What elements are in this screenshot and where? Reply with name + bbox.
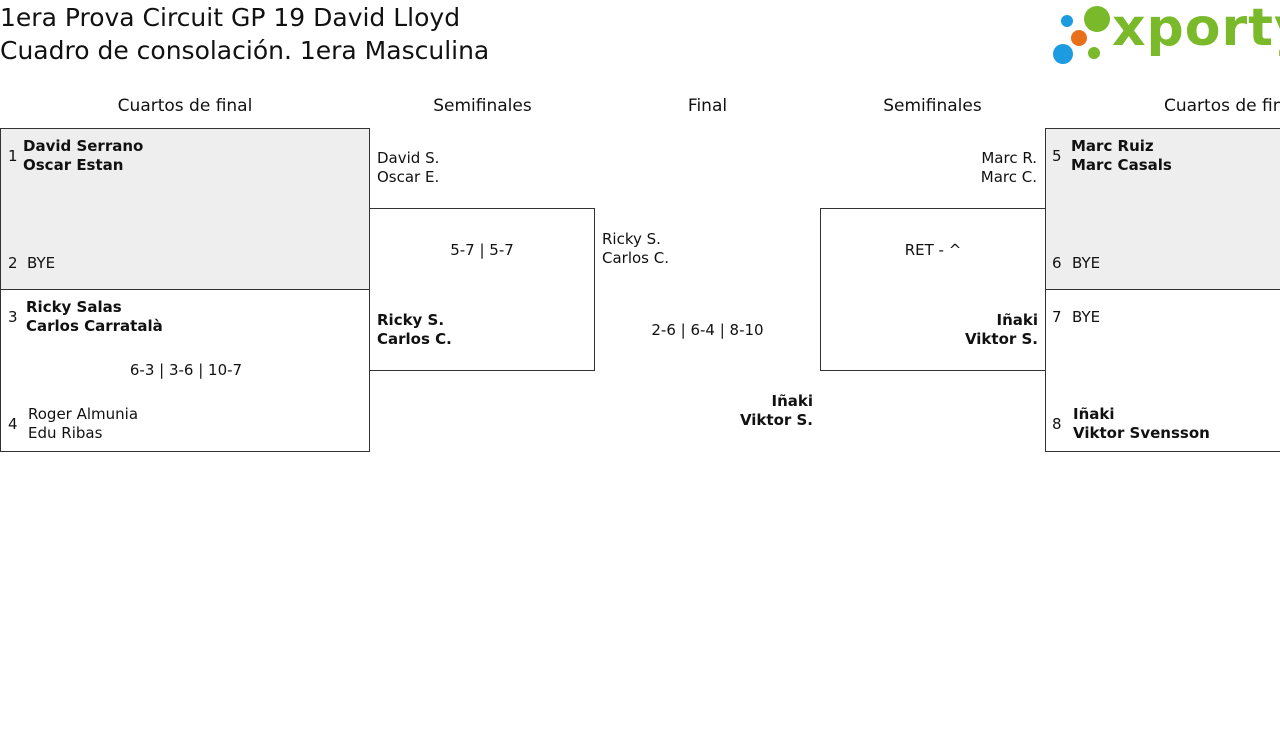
logo-dot-blue [1061,15,1073,27]
left-sf-match[interactable]: 5-7 | 5-7 Ricky S. Carlos C. [369,208,595,371]
tournament-title: 1era Prova Circuit GP 19 David Lloyd [0,3,461,32]
seed-number: 7 [1052,308,1062,326]
bye-label: BYE [27,254,56,272]
round-header-left-semifinals: Semifinales [433,96,532,116]
seed-number: 4 [8,415,18,433]
logo-dot-orange [1071,30,1087,46]
final-score: 2-6 | 6-4 | 8-10 [651,321,764,339]
seed-number: 1 [8,147,18,165]
left-qf-match-2[interactable]: 3 Ricky Salas Carlos Carratalà 6-3 | 3-6… [0,289,370,452]
bye-label: BYE [1072,254,1101,272]
player-name: David Serrano [23,137,144,155]
player-name: Carlos C. [377,330,452,348]
player-name: Marc Ruiz [1071,137,1154,155]
right-sf-match[interactable]: RET - ^ Iñaki Viktor S. [820,208,1046,371]
round-header-left-quarterfinals: Cuartos de final [117,96,253,116]
round-header-final: Final [687,96,728,116]
player-name: Marc Casals [1071,156,1172,174]
logo-wordmark: xporty [1112,0,1280,58]
player-name: Roger Almunia [28,405,139,423]
left-sf-top-player: David S. [377,149,440,167]
round-header-right-quarterfinals: Cuartos de fin [1164,96,1280,116]
player-name: Oscar Estan [23,156,124,174]
final-winner-player: Iñaki [771,392,814,410]
player-name: Iñaki [996,311,1039,329]
match-score: 6-3 | 3-6 | 10-7 [129,361,243,379]
round-header-right-semifinals: Semifinales [883,96,982,116]
right-sf-top-player: Marc C. [980,168,1037,186]
right-sf-top-player: Marc R. [981,149,1037,167]
left-qf-match-1[interactable]: 1 David Serrano Oscar Estan 2 BYE [0,128,370,290]
player-name: Ricky S. [377,311,445,329]
seed-number: 8 [1052,415,1062,433]
player-name: Edu Ribas [28,424,103,442]
draw-subtitle: Cuadro de consolación. 1era Masculina [0,36,490,65]
player-name: Ricky Salas [26,298,122,316]
final-winner-player: Viktor S. [739,411,813,429]
right-qf-match-2[interactable]: 7 BYE 8 Iñaki Viktor Svensson [1045,289,1280,452]
logo-dot-blue-large [1053,44,1073,64]
xporty-logo[interactable]: xporty [1050,0,1280,68]
seed-number: 3 [8,308,18,326]
seed-number: 6 [1052,254,1062,272]
logo-dot-green-small [1088,47,1100,59]
final-top-player: Carlos C. [602,249,670,267]
bye-label: BYE [1072,308,1101,326]
player-name: Carlos Carratalà [26,317,163,335]
seed-number: 2 [8,254,18,272]
right-qf-match-1[interactable]: 5 Marc Ruiz Marc Casals 6 BYE [1045,128,1280,290]
player-name: Iñaki [1073,405,1115,423]
match-score: 5-7 | 5-7 [450,241,514,259]
logo-dot-green [1084,6,1110,32]
player-name: Viktor S. [964,330,1038,348]
match-score: RET - ^ [904,241,962,259]
player-name: Viktor Svensson [1073,424,1210,442]
left-sf-top-player: Oscar E. [377,168,440,186]
seed-number: 5 [1052,147,1062,165]
final-top-player: Ricky S. [602,230,661,248]
